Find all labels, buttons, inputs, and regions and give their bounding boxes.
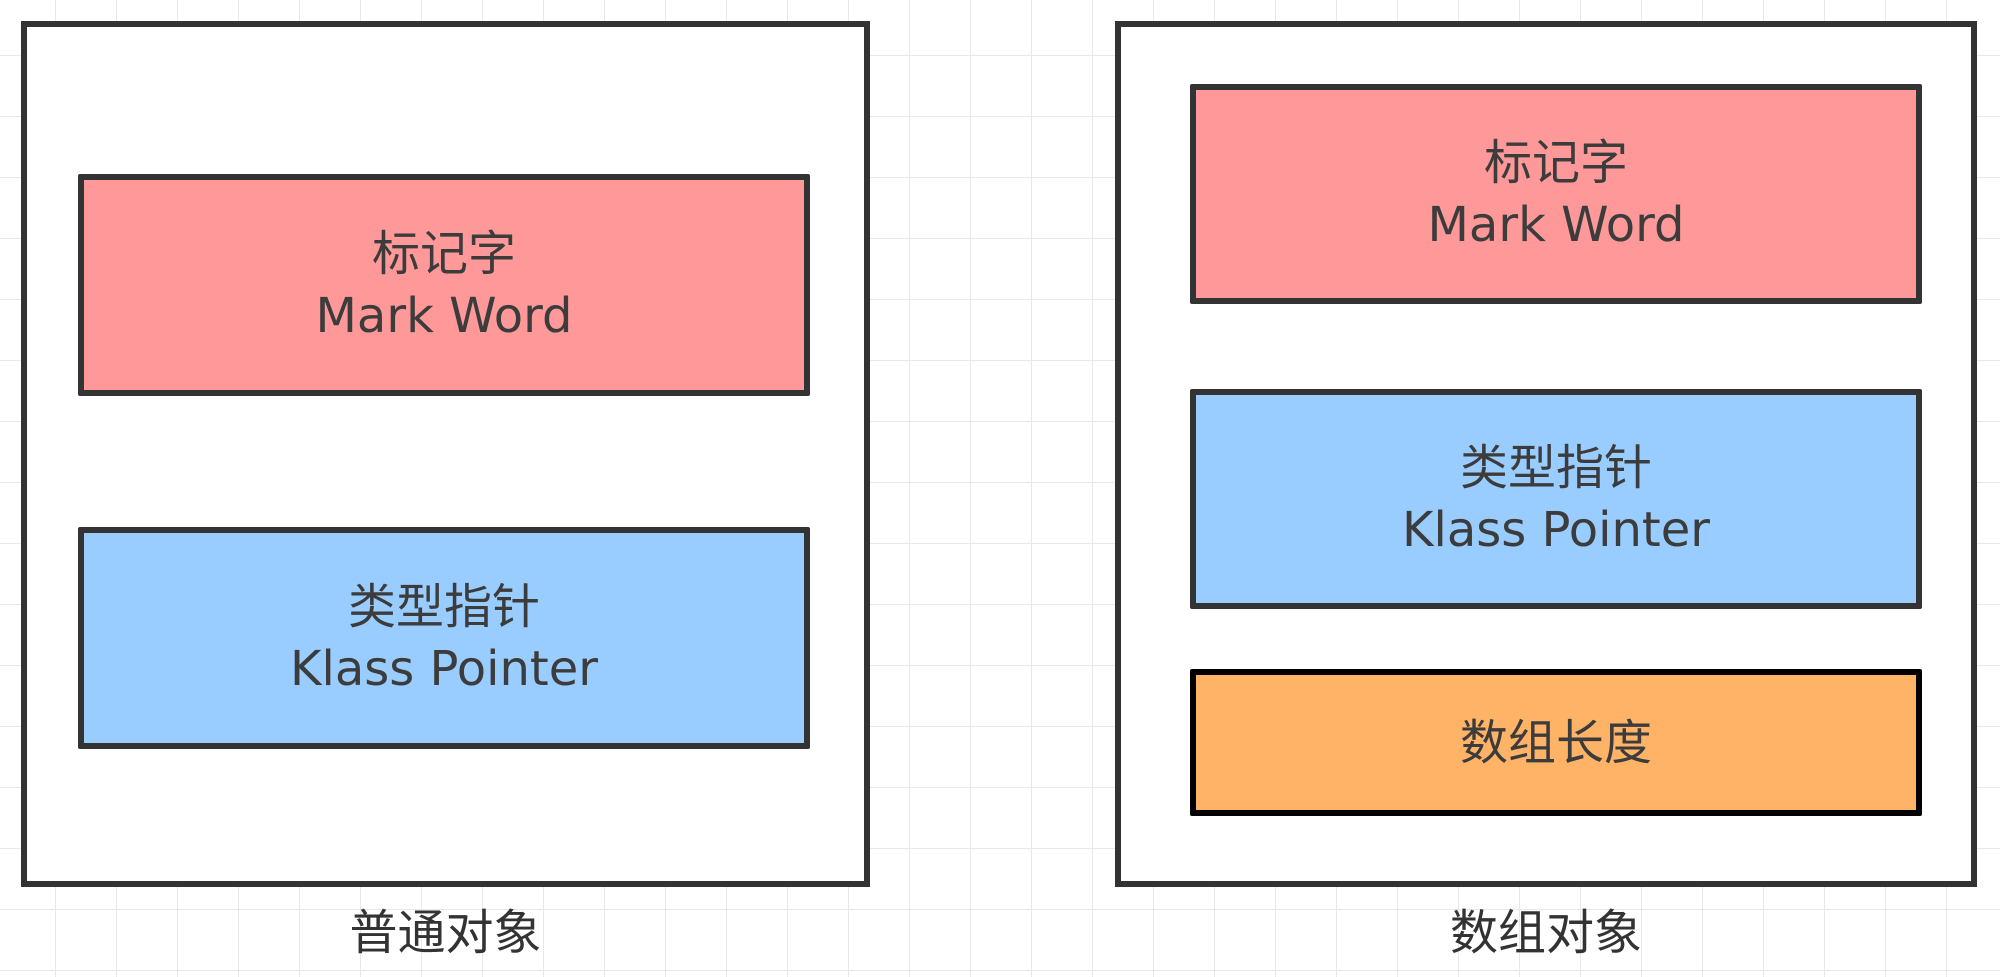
array-klass-pointer-en: Klass Pointer xyxy=(1402,502,1710,558)
array-klass-pointer-block: 类型指针 Klass Pointer xyxy=(1190,389,1922,609)
array-length-zh: 数组长度 xyxy=(1459,714,1652,771)
plain-mark-word-en: Mark Word xyxy=(315,288,573,344)
array-mark-word-en: Mark Word xyxy=(1427,197,1685,253)
plain-klass-pointer-en: Klass Pointer xyxy=(290,641,598,697)
array-mark-word-block: 标记字 Mark Word xyxy=(1190,84,1922,304)
array-length-block: 数组长度 xyxy=(1190,669,1922,816)
plain-klass-pointer-block: 类型指针 Klass Pointer xyxy=(78,527,810,749)
array-mark-word-zh: 标记字 xyxy=(1483,135,1628,191)
plain-klass-pointer-zh: 类型指针 xyxy=(347,579,540,635)
plain-object-caption: 普通对象 xyxy=(349,905,542,961)
plain-mark-word-block: 标记字 Mark Word xyxy=(78,174,810,396)
array-klass-pointer-zh: 类型指针 xyxy=(1459,440,1652,496)
plain-mark-word-zh: 标记字 xyxy=(371,226,516,282)
array-object-caption: 数组对象 xyxy=(1449,905,1642,961)
plain-object-container xyxy=(21,21,870,887)
